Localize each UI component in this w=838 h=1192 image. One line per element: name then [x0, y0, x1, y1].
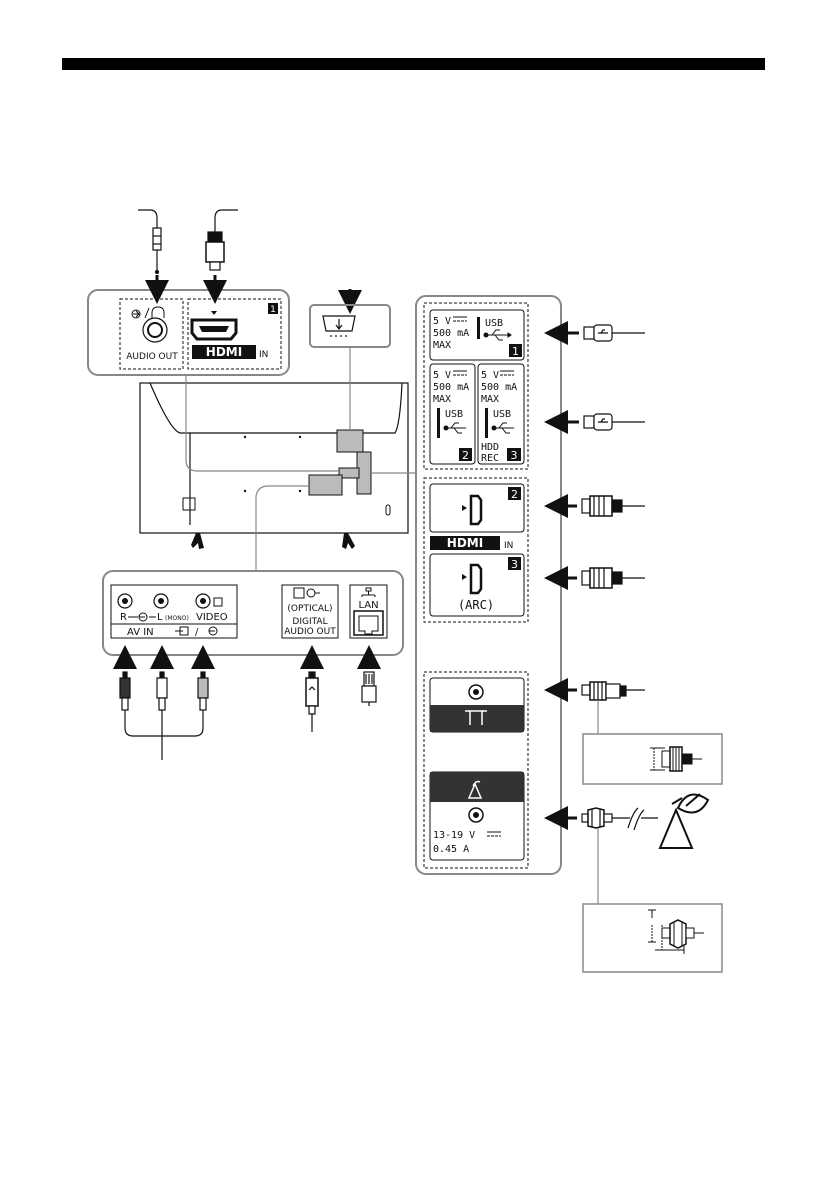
usb1-label: USB	[485, 318, 503, 329]
rca-cable-l-icon	[157, 672, 167, 728]
terrestrial-label-bar	[430, 705, 524, 732]
usb3-label: USB	[493, 409, 511, 420]
av-in-mono-label: (MONO)	[165, 615, 189, 622]
hdmi3-pointer-icon	[462, 574, 467, 580]
hdmi3-number: 3	[511, 558, 518, 571]
usb1-usb-icon	[484, 330, 511, 340]
hdmi3-arc-label: (ARC)	[458, 598, 494, 612]
usb1-voltage: 5 V	[433, 316, 451, 327]
hdmi2-number: 2	[511, 488, 518, 501]
usb1-current: 500 mA	[433, 328, 469, 339]
hdmi1-port[interactable]	[192, 320, 236, 339]
lan-label: LAN	[358, 600, 378, 611]
usb3-bar	[485, 408, 488, 438]
tv-highlight-bottom	[309, 475, 342, 495]
tv-screw-dots	[244, 436, 301, 492]
av-in-video-label: VIDEO	[196, 612, 228, 623]
usb2-max: MAX	[433, 394, 451, 405]
service-port-panel	[310, 305, 390, 347]
satellite-jack[interactable]	[469, 808, 483, 822]
usb3-number: 3	[511, 449, 518, 462]
tv-vesa-slot	[183, 498, 195, 510]
lan-cable-icon	[362, 672, 376, 706]
tv-highlight-usb	[337, 430, 363, 452]
av-in-l-jack[interactable]	[154, 594, 168, 608]
usb2-usb-icon	[444, 423, 466, 433]
rca-cable-r-icon	[120, 672, 130, 728]
audio-out-label: AUDIO OUT	[126, 352, 178, 362]
usb3-voltage: 5 V	[481, 370, 499, 381]
av-in-r-label: R	[120, 612, 127, 623]
av-input-icon-left	[139, 613, 147, 621]
av-in-slash: /	[195, 627, 199, 638]
usb-cable-1-icon	[556, 325, 645, 341]
hdmi2-port[interactable]	[471, 496, 481, 524]
optical-port[interactable]	[294, 588, 304, 598]
av-in-video-jack[interactable]	[196, 594, 210, 608]
optical-output-icon	[307, 589, 320, 597]
hdmi1-number: 1	[270, 305, 276, 315]
tv-stand-left	[191, 533, 204, 549]
hdmi1-logo: HDMI	[206, 345, 242, 359]
av-input-icon-2	[209, 627, 217, 635]
antenna-cable-icon	[556, 682, 645, 700]
leader-lines	[186, 348, 415, 571]
hdmi-cable-2-icon	[556, 496, 645, 516]
tv-stand-right	[342, 533, 355, 549]
hdmi1-pointer-icon	[211, 311, 217, 315]
minijack-cable-icon	[138, 210, 161, 274]
satellite-voltage: 13-19 V	[433, 830, 475, 841]
network-icon	[362, 588, 375, 597]
tv-side-slot	[386, 505, 390, 515]
hdmi-cable-3-icon	[556, 568, 645, 588]
av-input-icon-1	[175, 627, 188, 635]
hdmi1-in-label: IN	[259, 350, 268, 360]
hdmi3-port[interactable]	[471, 565, 481, 593]
hdmi-cable-icon	[206, 210, 238, 270]
usb3-usb-icon	[492, 423, 514, 433]
optical-label: (OPTICAL)	[287, 604, 332, 614]
service-port-icon	[323, 316, 355, 336]
satellite-cable-icon	[556, 808, 658, 830]
usb2-voltage: 5 V	[433, 370, 451, 381]
usb1-bar	[477, 317, 480, 339]
hdmi23-in-label: IN	[504, 541, 513, 551]
usb1-max: MAX	[433, 340, 451, 351]
usb-cable-2-icon	[556, 414, 645, 430]
usb3-current: 500 mA	[481, 382, 517, 393]
optical-cable-icon	[306, 672, 318, 732]
lan-port[interactable]	[354, 611, 383, 635]
usb2-label: USB	[445, 409, 463, 420]
usb3-rec-label: REC	[481, 453, 499, 464]
hdmi23-logo: HDMI	[447, 536, 483, 550]
usb2-number: 2	[462, 449, 469, 462]
av-in-l-label: L	[157, 612, 163, 623]
av-in-label: AV IN	[127, 627, 154, 638]
usb3-hdd-label: HDD	[481, 442, 499, 453]
usb2-current: 500 mA	[433, 382, 469, 393]
satellite-dish-large-icon	[660, 794, 708, 848]
satellite-current: 0.45 A	[433, 844, 469, 855]
hdmi2-pointer-icon	[462, 505, 467, 511]
usb3-max: MAX	[481, 394, 499, 405]
digital-label: DIGITAL	[292, 617, 327, 627]
terrestrial-antenna-jack[interactable]	[469, 685, 483, 699]
usb1-number: 1	[512, 345, 519, 358]
rca-cable-join	[125, 728, 203, 760]
digital-audio-out-label: AUDIO OUT	[284, 627, 336, 637]
av-input-small-icon	[214, 598, 222, 606]
headphone-icon	[132, 307, 164, 318]
av-in-r-jack[interactable]	[118, 594, 132, 608]
rca-cable-video-icon	[198, 672, 208, 728]
antenna-connector-detail-icon	[650, 747, 702, 771]
satellite-connector-detail-icon	[648, 910, 704, 954]
usb2-bar	[437, 408, 440, 438]
audio-out-jack[interactable]	[143, 318, 167, 342]
